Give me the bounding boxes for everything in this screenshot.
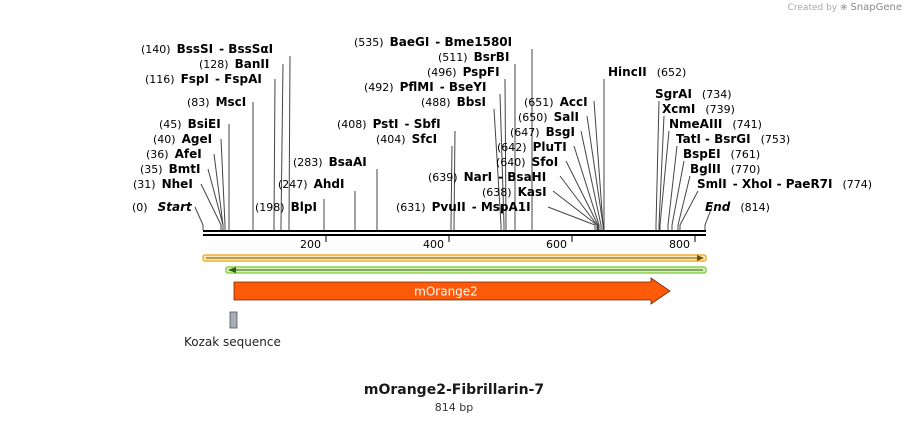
- snapgene-watermark: Created by ❀ SnapGene: [788, 2, 902, 13]
- connector-xcmi: [658, 115, 665, 230]
- site-nari[interactable]: (639)NarI- BsaHI: [428, 170, 546, 184]
- connector-lines: [194, 49, 713, 230]
- site-blpi[interactable]: (198)BlpI: [255, 200, 317, 214]
- site-agei[interactable]: (40)AgeI: [153, 132, 212, 146]
- site-tati[interactable]: TatI- BsrGI(753): [676, 132, 790, 146]
- site-sfci[interactable]: (404)SfcI: [376, 132, 437, 146]
- connector-afei: [213, 153, 224, 230]
- connector-sfci: [450, 145, 453, 230]
- watermark-brand: SnapGene: [850, 2, 902, 13]
- site-pvuii[interactable]: (631)PvuII- MspA1I: [396, 200, 531, 214]
- site-ahdi[interactable]: (247)AhdI: [278, 177, 344, 191]
- connector-pluti: [573, 145, 600, 230]
- site-bmti[interactable]: (35)BmtI: [140, 162, 200, 176]
- bottom-strand-feature[interactable]: [225, 266, 707, 274]
- site-sali[interactable]: (650)SalI: [518, 110, 579, 124]
- tick-label-200: 200: [300, 238, 321, 251]
- site-end[interactable]: End(814): [705, 200, 770, 214]
- connector-bglii: [677, 175, 691, 230]
- connector-banii: [280, 63, 284, 230]
- kozak-label: Kozak sequence: [184, 335, 281, 349]
- site-pspfi[interactable]: (496)PspFI: [427, 65, 500, 79]
- site-bsiei[interactable]: (45)BsiEI: [159, 117, 221, 131]
- connector-bspei: [671, 160, 685, 230]
- site-banii[interactable]: (128)BanII: [199, 57, 269, 71]
- connector-start: [194, 206, 204, 230]
- connector-nhei: [200, 183, 222, 230]
- snapgene-logo-icon: ❀: [840, 3, 848, 13]
- site-nhei[interactable]: (31)NheI: [133, 177, 193, 191]
- connector-sfoi: [565, 160, 599, 230]
- connector-pvuii: [547, 206, 596, 230]
- connector-end: [704, 206, 713, 230]
- ruler-labels: 200 400 600 800: [300, 238, 690, 251]
- ruler: [325, 236, 696, 242]
- kozak-feature[interactable]: Kozak sequence: [184, 311, 281, 349]
- site-nmeaiii[interactable]: NmeAIII(741): [669, 117, 762, 131]
- map-title: mOrange2-Fibrillarin-7: [363, 382, 545, 398]
- site-xcmi[interactable]: XcmI(739): [662, 102, 735, 116]
- site-sgrai[interactable]: SgrAI(734): [655, 87, 732, 101]
- connector-sgrai: [655, 100, 660, 230]
- site-afei[interactable]: (36)AfeI: [146, 147, 202, 161]
- connector-bmti: [207, 168, 224, 230]
- site-bsrbi[interactable]: (511)BsrBI: [438, 50, 509, 64]
- connector-bsssi: [288, 55, 291, 230]
- site-start[interactable]: (0)Start: [132, 200, 193, 214]
- connector-psti: [453, 130, 456, 230]
- site-kasi[interactable]: (638)KasI: [482, 185, 547, 199]
- tick-label-800: 800: [669, 238, 690, 251]
- connector-bsgi: [580, 130, 602, 230]
- morange2-label: mOrange2: [414, 285, 478, 299]
- site-bbsi[interactable]: (488)BbsI: [421, 95, 486, 109]
- site-hincii[interactable]: HincII(652): [608, 65, 686, 79]
- map-subtitle: 814 bp: [434, 401, 474, 414]
- site-labels: (0)Start (31)NheI (35)BmtI (36)AfeI (40)…: [132, 35, 872, 214]
- connector-bbsi: [493, 108, 502, 230]
- morange2-feature[interactable]: mOrange2: [233, 277, 671, 305]
- site-msci[interactable]: (83)MscI: [187, 95, 246, 109]
- connector-fspi: [273, 78, 276, 230]
- connector-agei: [220, 138, 226, 230]
- site-bspei[interactable]: BspEI(761): [683, 147, 760, 161]
- site-bglii[interactable]: BglII(770): [690, 162, 760, 176]
- connector-nmeaiii: [659, 130, 670, 230]
- connector-smli: [679, 190, 699, 230]
- connector-pspfi: [504, 78, 507, 230]
- connector-pflmi: [499, 93, 505, 230]
- connector-tati: [667, 145, 678, 230]
- site-fspi[interactable]: (116)FspI- FspAI: [145, 72, 262, 86]
- site-bsaai[interactable]: (283)BsaAI: [293, 155, 367, 169]
- site-pluti[interactable]: (642)PluTI: [497, 140, 567, 154]
- site-baegi[interactable]: (535)BaeGI- Bme1580I: [354, 35, 512, 49]
- dna-backbone: [203, 230, 706, 236]
- connector-nari: [559, 175, 598, 230]
- top-strand-feature[interactable]: [202, 254, 707, 262]
- connector-acci: [593, 100, 604, 230]
- tick-label-400: 400: [423, 238, 444, 251]
- watermark-prefix: Created by: [787, 3, 838, 13]
- site-pflmi[interactable]: (492)PflMI- BseYI: [364, 80, 486, 94]
- site-bsgi[interactable]: (647)BsgI: [510, 125, 575, 139]
- site-sfoi[interactable]: (640)SfoI: [496, 155, 558, 169]
- site-bsssi[interactable]: (140)BssSI- BssSαI: [141, 42, 273, 56]
- site-acci[interactable]: (651)AccI: [524, 95, 588, 109]
- site-smli[interactable]: SmlI- XhoI - PaeR7I(774): [697, 177, 872, 191]
- tick-label-600: 600: [546, 238, 567, 251]
- site-psti[interactable]: (408)PstI- SbfI: [337, 117, 441, 131]
